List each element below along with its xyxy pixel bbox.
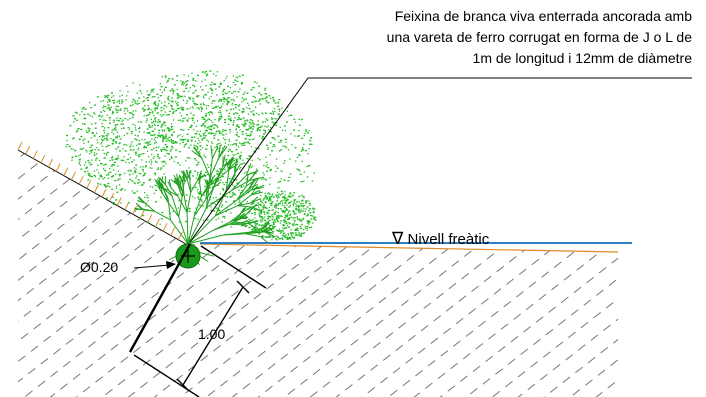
length-label: 1.00 xyxy=(198,326,226,342)
callout-line-3: 1m de longitud i 12mm de diàmetre xyxy=(472,50,692,66)
diameter-label: Ø0.20 xyxy=(80,259,119,275)
callout-line-2: una vareta de ferro corrugat en forma de… xyxy=(386,29,692,45)
callout-text: Feixina de branca viva enterrada ancorad… xyxy=(387,6,692,69)
ground-line xyxy=(199,243,619,253)
diameter-leader xyxy=(133,261,176,269)
length-dimension xyxy=(133,245,267,397)
water-table-label: ∇ Nivell freàtic xyxy=(392,229,489,249)
callout-leader xyxy=(189,77,692,243)
vegetation-branches xyxy=(134,144,275,245)
anchor-rod xyxy=(128,243,192,353)
water-table-text: Nivell freàtic xyxy=(407,231,490,248)
water-table-symbol: ∇ xyxy=(392,229,404,248)
callout-line-1: Feixina de branca viva enterrada ancorad… xyxy=(394,8,692,24)
slope-surface xyxy=(17,141,191,245)
